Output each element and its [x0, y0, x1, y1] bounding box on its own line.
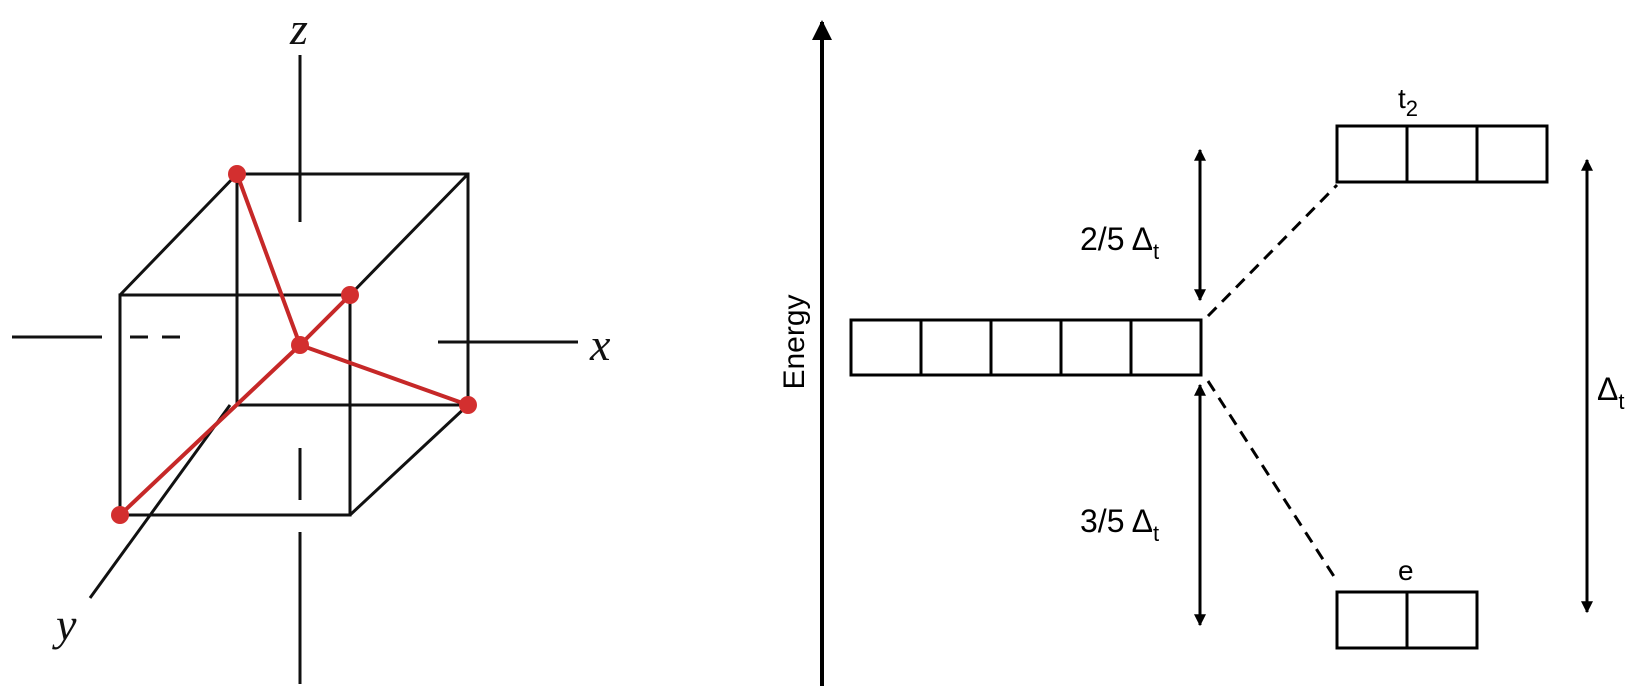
e-orbital-boxes: [1335, 590, 1479, 650]
upper-gap-label-subscript: t: [1153, 239, 1159, 264]
tetrahedral-bonds: [118, 172, 470, 517]
coordinate-axes: [12, 55, 578, 684]
crystal-field-splitting-diagram: Energy t2 e: [778, 20, 1625, 686]
t2-orbital-box: [1405, 124, 1479, 184]
ligand-atom-back-right: [459, 396, 477, 414]
bond-back-right: [298, 343, 470, 407]
degenerate-d-orbital-boxes: [849, 318, 1203, 377]
t2-label: t2: [1398, 83, 1418, 121]
ligand-atom-front-right: [341, 286, 359, 304]
energy-axis-label: Energy: [778, 294, 811, 389]
e-orbital-box: [1405, 590, 1479, 650]
t2-orbital-box: [1335, 124, 1409, 184]
e-label: e: [1398, 555, 1414, 586]
dashed-line-to-t2: [1206, 183, 1339, 318]
cube-edge-top-left: [118, 172, 239, 297]
lower-gap-label: 3/5 Δt: [1080, 503, 1159, 546]
z-axis-label: z: [289, 3, 308, 54]
total-gap-label: Δt: [1597, 371, 1625, 414]
ligand-atom-front-bottom-left: [111, 506, 129, 524]
d-orbital-box: [1129, 318, 1203, 377]
y-axis-back: [88, 404, 232, 599]
tetrahedral-cube-diagram: z x y: [12, 3, 611, 684]
total-gap-label-subscript: t: [1618, 389, 1624, 414]
x-axis-label: x: [589, 319, 611, 370]
t2-orbital-box: [1475, 124, 1549, 184]
upper-gap-label-main: 2/5 Δ: [1080, 221, 1153, 257]
ligand-atom-top-left: [228, 165, 246, 183]
central-atom: [291, 336, 309, 354]
bond-top-left: [235, 172, 302, 347]
upper-gap-label: 2/5 Δt: [1080, 221, 1159, 264]
gap-arrows: [1194, 148, 1593, 627]
lower-gap-label-subscript: t: [1153, 521, 1159, 546]
t2-orbital-boxes: [1335, 124, 1549, 184]
d-orbital-box: [1059, 318, 1133, 377]
cube-edge-bottom-right: [348, 403, 470, 517]
lower-gap-label-main: 3/5 Δ: [1080, 503, 1153, 539]
t2-label-main: t: [1398, 83, 1406, 114]
y-axis-label: y: [52, 599, 77, 650]
e-orbital-box: [1335, 590, 1409, 650]
t2-label-subscript: 2: [1406, 96, 1418, 121]
cube-edge-top-right: [348, 172, 470, 297]
d-orbital-box: [989, 318, 1063, 377]
bond-front-bottom-left: [118, 343, 302, 517]
dashed-line-to-e: [1206, 380, 1337, 579]
total-gap-label-main: Δ: [1597, 371, 1618, 407]
bond-front-right: [298, 293, 352, 347]
ligand-atoms: [111, 165, 477, 524]
correlation-dashed-lines: [1206, 183, 1339, 579]
d-orbital-box: [849, 318, 923, 377]
d-orbital-box: [919, 318, 993, 377]
